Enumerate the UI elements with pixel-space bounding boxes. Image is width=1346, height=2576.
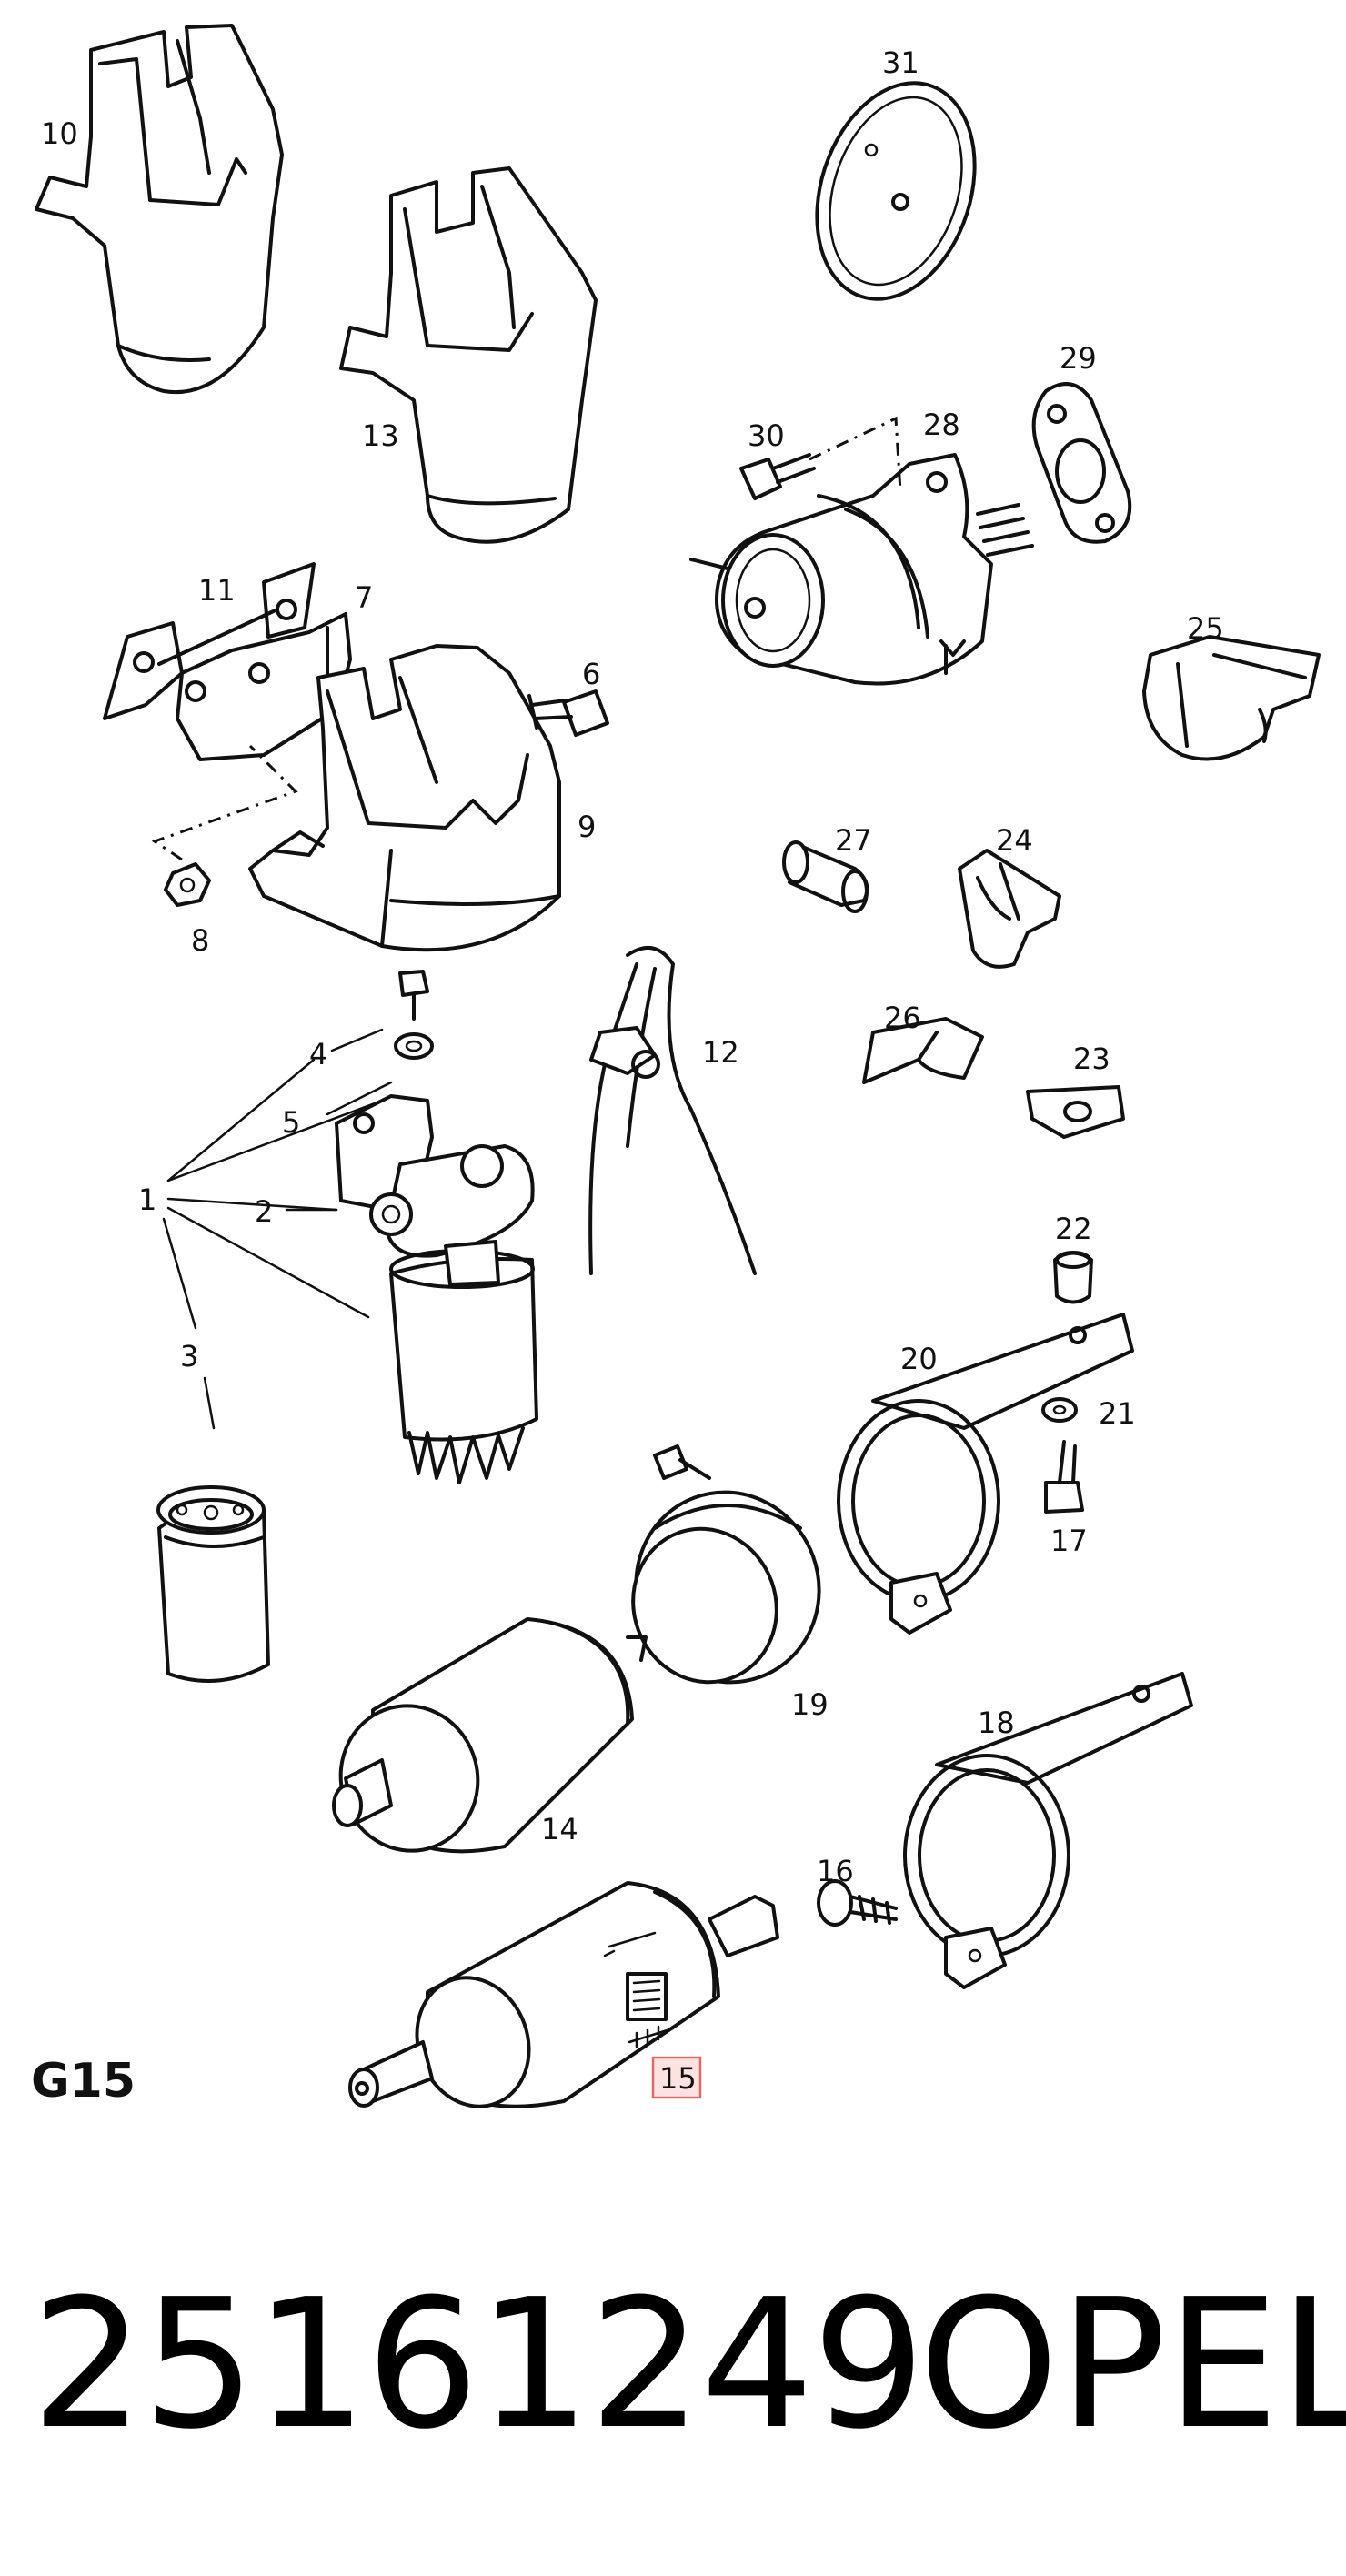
- callout-1-leaders: [162, 1028, 393, 1430]
- part-24-clamp: [958, 849, 1061, 969]
- callout-29: 29: [1060, 341, 1097, 376]
- part-14-fuel-filter: [332, 1617, 648, 1854]
- callout-19: 19: [791, 1687, 829, 1722]
- part-10-upper-shroud: [35, 24, 284, 395]
- part-15-fuel-filter: [348, 1881, 779, 2108]
- callout-12: 12: [702, 1035, 739, 1070]
- callout-4: 4: [309, 1037, 327, 1072]
- part-16-screw: [817, 1879, 898, 1927]
- callout-3: 3: [180, 1339, 198, 1374]
- callout-5: 5: [282, 1105, 300, 1140]
- callout-27: 27: [835, 823, 872, 858]
- callout-28: 28: [923, 408, 960, 442]
- callout-labels: 10 13 31 29 30 28 25 11 7 6 9 8 27 24 26…: [41, 45, 1224, 2099]
- part-17-bolt: [1044, 1440, 1084, 1514]
- part-25-clip: [1142, 635, 1321, 761]
- callout-24: 24: [996, 823, 1033, 858]
- callout-1: 1: [138, 1182, 156, 1217]
- part-18-strap: [903, 1672, 1193, 1989]
- callout-22: 22: [1055, 1212, 1092, 1246]
- part-1-filter-canister: [389, 1240, 538, 1484]
- part-11-bracket: [103, 562, 316, 720]
- callout-16: 16: [817, 1854, 854, 1888]
- callout-8: 8: [191, 923, 209, 958]
- callout-15-highlight: [651, 2056, 702, 2099]
- callout-15: 15: [659, 2061, 697, 2096]
- callout-7: 7: [355, 580, 373, 615]
- footer: 25161249 OPEL: [0, 2247, 1346, 2483]
- callout-18: 18: [978, 1706, 1015, 1740]
- callout-10: 10: [41, 116, 78, 151]
- part-29-gasket: [1031, 382, 1132, 544]
- callout-20: 20: [900, 1342, 938, 1376]
- callout-14: 14: [541, 1812, 578, 1846]
- part-number: 25161249: [31, 2261, 926, 2469]
- callout-17: 17: [1050, 1524, 1088, 1558]
- part-26-clip: [862, 1017, 984, 1084]
- callout-2: 2: [255, 1194, 273, 1229]
- part-27-sleeve: [782, 840, 869, 913]
- part-12-fuel-hose: [588, 946, 757, 1275]
- part-4-bolt: [398, 970, 429, 1021]
- part-3-filter-element: [156, 1485, 270, 1683]
- part-23-clip-nut: [1026, 1085, 1125, 1139]
- callout-13: 13: [362, 418, 399, 453]
- part-13-lower-shroud: [339, 166, 598, 544]
- callout-23: 23: [1073, 1041, 1110, 1076]
- part-31-diaphragm: [815, 81, 977, 301]
- part-5-washer: [394, 1032, 434, 1060]
- callout-26: 26: [884, 1001, 921, 1035]
- callout-6: 6: [582, 657, 600, 691]
- part-19-rubber-sleeve: [631, 1490, 821, 1685]
- callout-9: 9: [578, 810, 596, 844]
- callout-21: 21: [1099, 1396, 1136, 1431]
- group-code: G15: [31, 2054, 136, 2108]
- part-22-plug: [1053, 1251, 1093, 1304]
- part-28-vacuum-unit: [689, 453, 1034, 686]
- part-21-washer: [1041, 1397, 1078, 1423]
- callout-11: 11: [198, 573, 236, 608]
- part-30-bolt: [739, 416, 902, 500]
- part-2-filter-head: [335, 1094, 535, 1258]
- part-20-strap: [837, 1313, 1134, 1635]
- callout-31: 31: [882, 45, 919, 80]
- callout-30: 30: [748, 418, 785, 453]
- callout-25: 25: [1187, 611, 1224, 646]
- brand-name: OPEL: [919, 2261, 1346, 2469]
- parts-exploded-diagram: 10 13 31 29 30 28 25 11 7 6 9 8 27 24 26…: [35, 24, 1321, 2108]
- part-9-lower-cover: [248, 644, 561, 952]
- part-8-nut: [151, 744, 298, 907]
- part-16-screw-upper: [653, 1444, 711, 1480]
- part-6-bolt: [527, 689, 609, 737]
